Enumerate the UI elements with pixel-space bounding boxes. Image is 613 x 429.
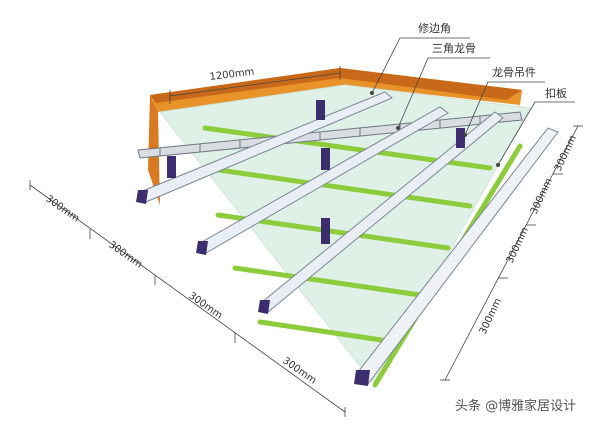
dimension-left-2: 300mm: [106, 239, 144, 270]
dimension-left-1: 300mm: [43, 193, 81, 224]
keel-hangers: [167, 100, 465, 244]
label-keel-hanger: 龙骨吊件: [492, 66, 536, 79]
wall-top: [150, 68, 522, 103]
label-gusset-panel: 扣板: [545, 86, 567, 100]
dimension-top-width: 1200mm: [209, 67, 255, 83]
dimension-left-3: 300mm: [186, 290, 224, 321]
watermark: 头条 @博雅家居设计: [455, 398, 576, 414]
dimension-right-2: 300mm: [529, 177, 555, 217]
dimension-left-4: 300mm: [280, 355, 318, 386]
dimension-right-4: 300mm: [478, 297, 504, 337]
dimension-right-3: 300mm: [505, 226, 531, 266]
label-triangle-keel: 三角龙骨: [432, 42, 476, 55]
label-trim-angle: 修边角: [418, 21, 451, 35]
dimension-right-1: 300mm: [553, 134, 579, 174]
